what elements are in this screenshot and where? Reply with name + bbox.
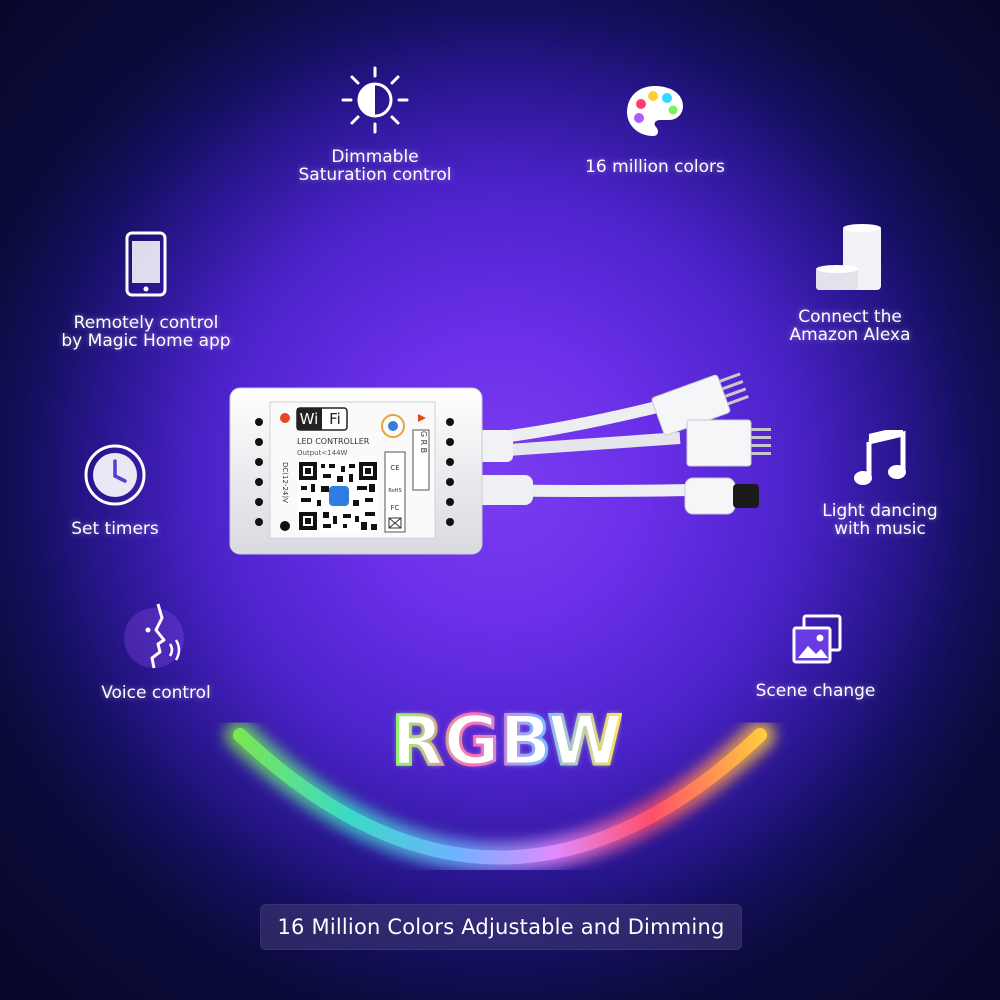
feature-label: Connect the <box>798 307 902 327</box>
feature-remote: Remotely control by Magic Home app <box>50 230 242 355</box>
feature-label: with music <box>834 519 926 539</box>
alexa-speaker-icon <box>816 224 881 290</box>
feature-label: 16 million colors <box>585 157 725 177</box>
feature-label: Voice control <box>101 683 211 703</box>
cert-ce: CE <box>390 464 399 472</box>
controller-output: Output<144W <box>297 449 348 457</box>
smartphone-icon <box>125 231 167 297</box>
feature-music: Light dancing with music <box>815 430 945 540</box>
feature-label: Scene change <box>755 681 876 701</box>
voice-face-icon <box>124 603 184 669</box>
feature-label: Dimmable <box>331 147 419 167</box>
feature-voice: Voice control <box>90 600 222 710</box>
feature-colors: 16 million colors <box>575 82 735 182</box>
feature-label: Remotely control <box>73 313 219 333</box>
pictures-icon <box>792 614 842 664</box>
rgbw-text: RGBW <box>392 702 622 780</box>
controller-voltage: DC(12-24)V <box>281 462 289 503</box>
wifi-led-controller: Wi Fi LED CONTROLLER Output<144W DC(12-2… <box>229 372 771 555</box>
feature-scene: Scene change <box>748 612 883 707</box>
wifi-label-left: Wi <box>300 410 319 428</box>
feature-timers: Set timers <box>60 440 170 540</box>
rgbw-headline: RGBW RGBW <box>392 701 622 781</box>
pin-labels: G R B <box>419 431 428 453</box>
controller-name: LED CONTROLLER <box>297 437 370 446</box>
cert-rohs: RoHS <box>388 488 401 494</box>
bottom-caption: 16 Million Colors Adjustable and Dimming <box>260 904 742 950</box>
palette-icon <box>627 86 683 136</box>
cert-fc: FC <box>391 504 400 512</box>
feature-dimmable: Dimmable Saturation control <box>290 60 460 190</box>
feature-label: by Magic Home app <box>61 331 231 351</box>
bottom-caption-text: 16 Million Colors Adjustable and Dimming <box>277 915 725 939</box>
feature-label: Saturation control <box>298 165 452 185</box>
wifi-label-right: Fi <box>329 410 341 428</box>
rgbw-glow: RGBW <box>392 702 622 780</box>
feature-alexa: Connect the Amazon Alexa <box>775 222 925 347</box>
clock-icon <box>84 444 146 506</box>
feature-label: Set timers <box>71 519 159 539</box>
feature-label: Light dancing <box>822 501 938 521</box>
sun-half-icon <box>341 66 409 134</box>
music-note-icon <box>854 430 906 485</box>
feature-label: Amazon Alexa <box>789 325 911 345</box>
